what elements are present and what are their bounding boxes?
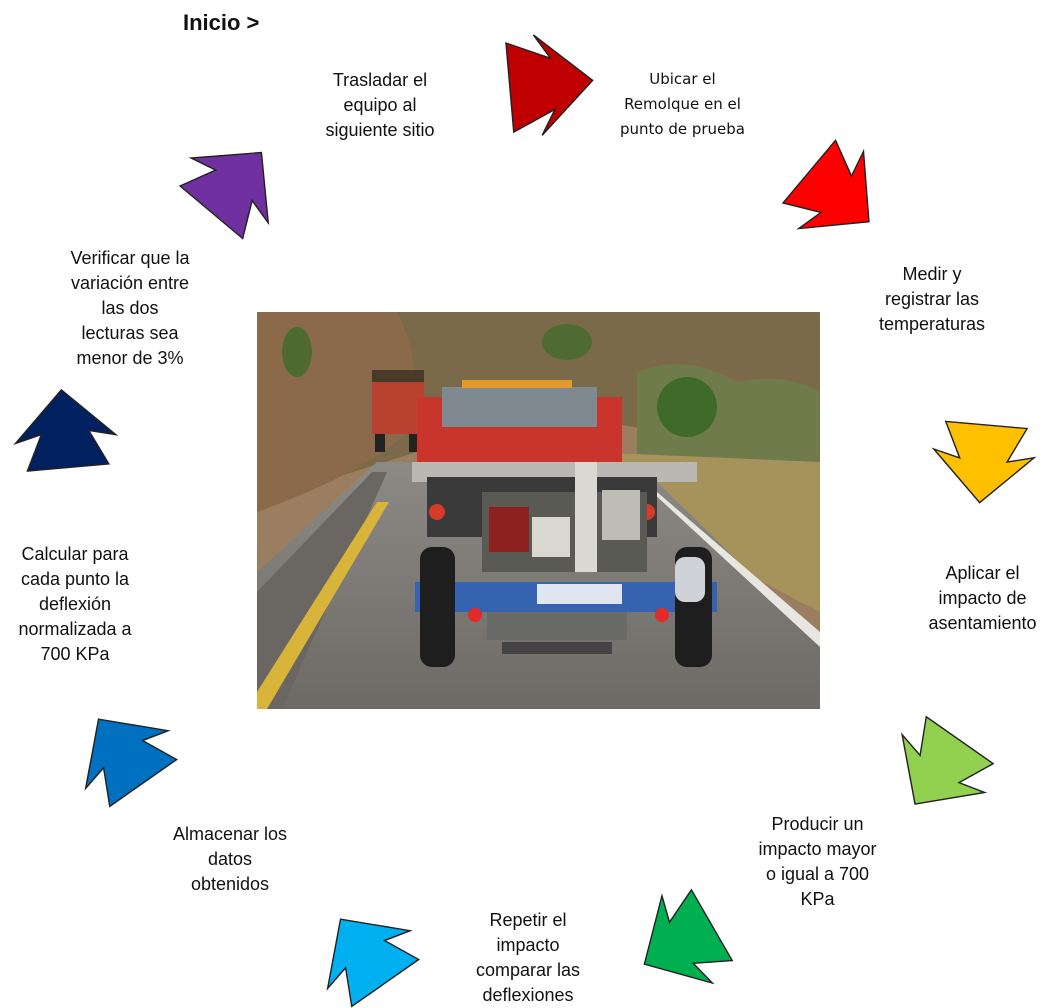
- arrow-icon: [900, 715, 995, 805]
- step-5-label: Repetir el impacto comparar las deflexio…: [475, 910, 581, 1005]
- step-8-label: Verificar que la variación entre las dos…: [70, 248, 190, 368]
- trailer-photo: [257, 312, 820, 709]
- arrow-icon: [505, 34, 594, 136]
- step-3-label: Aplicar el impacto de asentamiento: [928, 563, 1037, 633]
- arrow-icon: [84, 718, 179, 808]
- arrow-icon: [326, 918, 421, 1008]
- step-7-label: Calcular para cada punto la deflexión no…: [18, 544, 132, 664]
- arrow-icon: [931, 420, 1037, 504]
- step-4-label: Producir un impacto mayor o igual a 700 …: [758, 814, 877, 909]
- step-2-label: Medir y registrar las temperaturas: [878, 264, 986, 334]
- arrow-icon: [13, 388, 119, 472]
- arrow-icon: [781, 139, 870, 230]
- start-label: Inicio >: [183, 10, 260, 35]
- step-1-label: Ubicar el Remolque en el punto de prueba: [619, 70, 746, 138]
- arrow-icon: [643, 888, 734, 985]
- step-6-label: Almacenar los datos obtenidos: [172, 824, 288, 894]
- trailer-scene: [257, 312, 820, 709]
- arrow-icon: [178, 151, 270, 240]
- step-9-label: Trasladar el equipo al siguiente sitio: [325, 70, 435, 140]
